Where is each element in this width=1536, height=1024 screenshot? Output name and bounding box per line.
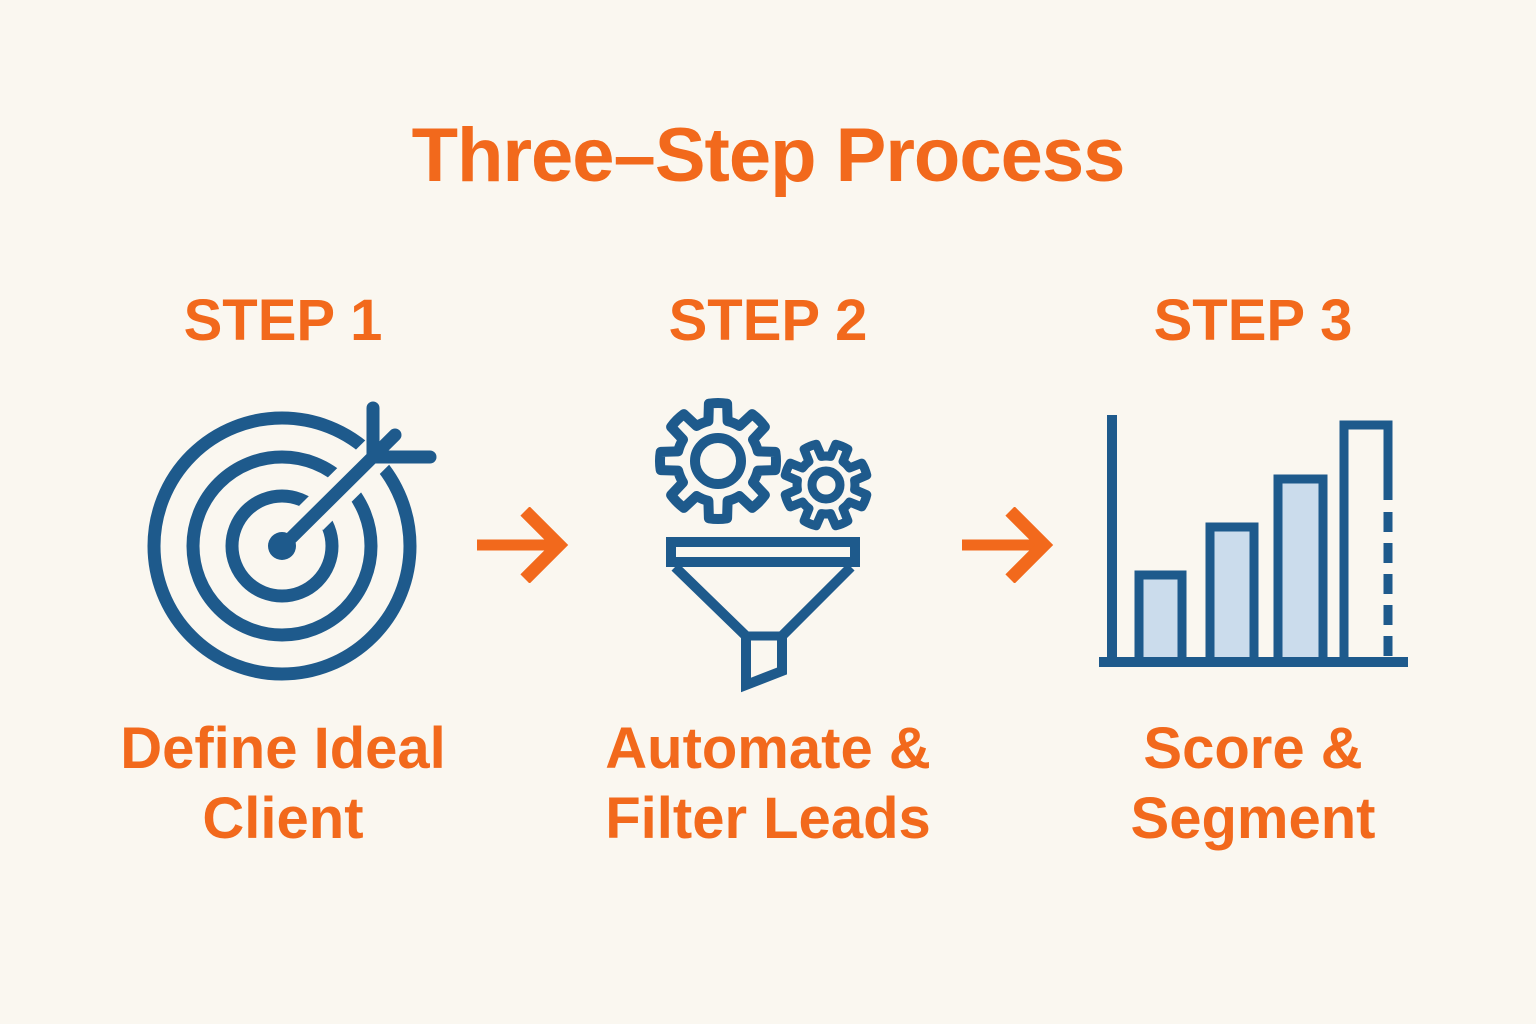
step-2-caption: Automate & Filter Leads (605, 716, 931, 851)
right-arrow-icon (962, 507, 1054, 583)
step-3-icon-box (1098, 390, 1408, 700)
step-2-icon-box (648, 390, 888, 700)
step-3-caption: Score & Segment (1130, 716, 1376, 851)
arrow-cell-2 (958, 292, 1063, 583)
step-2-label: STEP 2 (668, 288, 868, 353)
page-title: Three–Step Process (411, 113, 1126, 198)
bar-chart-icon (1099, 415, 1408, 667)
step-3-label: STEP 3 (1153, 288, 1353, 353)
step-column-1: STEP 1 Define Ideal Client (93, 292, 473, 853)
step-1-icon-box (128, 390, 438, 700)
gears-funnel-icon (654, 397, 872, 693)
step-1-caption: Define Ideal Client (120, 716, 446, 851)
arrow-cell-1 (473, 292, 578, 583)
right-arrow-icon (477, 507, 569, 583)
step-column-3: STEP 3 Score & Segment (1063, 292, 1443, 853)
steps-row: STEP 1 Define Ideal Client (0, 292, 1536, 853)
step-column-2: STEP 2 Automate & Filter Leads (578, 292, 958, 853)
step-1-label: STEP 1 (183, 288, 383, 353)
target-bullseye-icon (147, 401, 437, 681)
